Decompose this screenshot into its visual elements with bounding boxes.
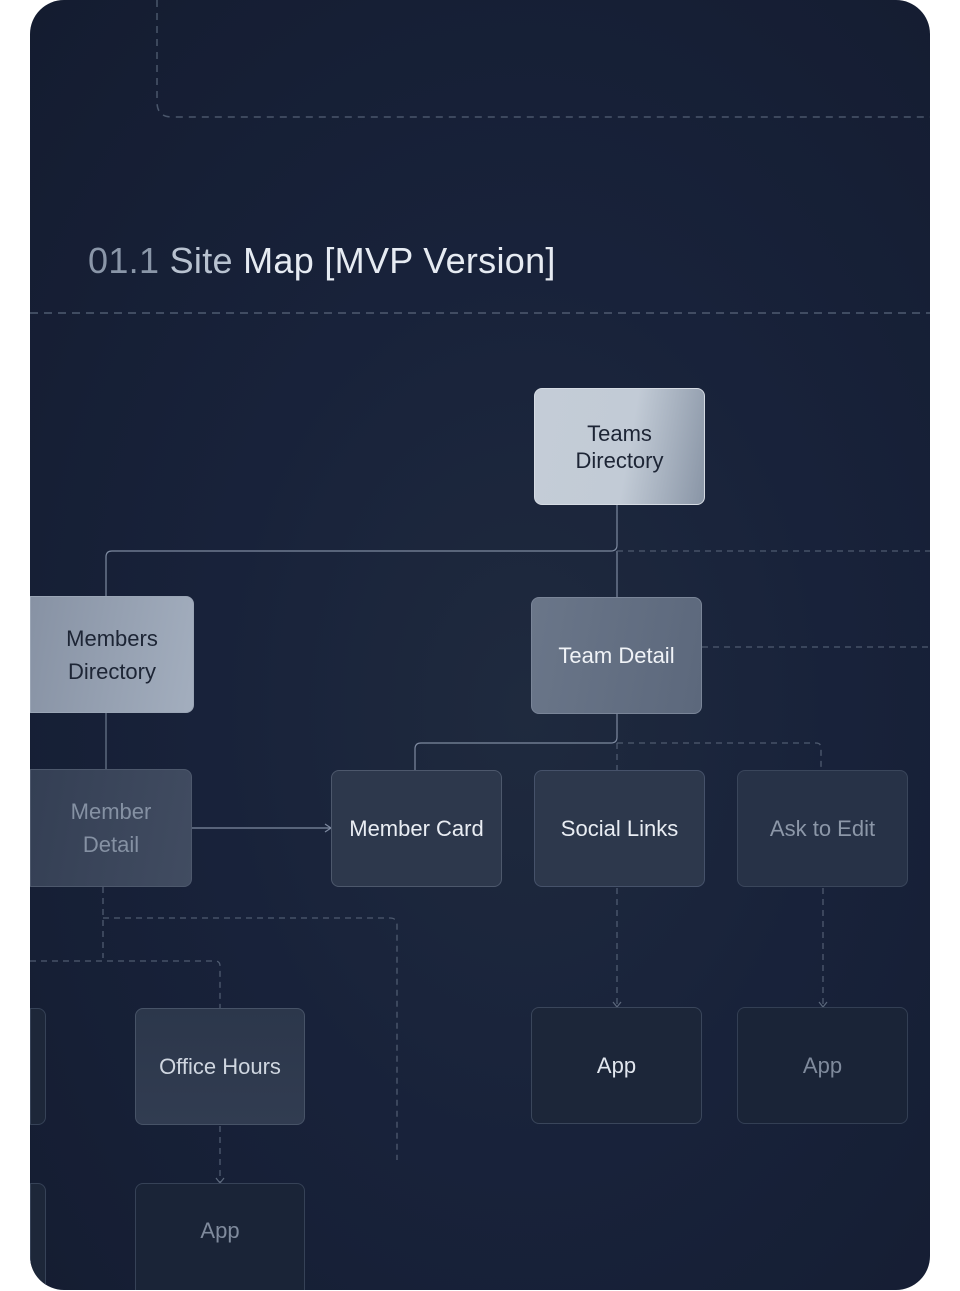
node-app-social[interactable]: App	[531, 1007, 702, 1124]
node-label: Member Card	[349, 816, 484, 841]
node-social-links[interactable]: Social Links	[534, 770, 705, 887]
node-app-ask[interactable]: App	[737, 1007, 908, 1124]
node-label: Social Links	[560, 816, 679, 841]
node-label: App	[596, 1053, 637, 1078]
node-team-detail[interactable]: Team Detail	[531, 597, 702, 714]
node-label: App	[802, 1053, 843, 1078]
node-label: Office Hours	[159, 1054, 281, 1079]
title-part-2: Map [MVP Version]	[243, 240, 556, 281]
to-officehours-dashed	[30, 960, 221, 1008]
memberdetail-branch-dashed	[103, 917, 398, 1160]
node-app-office[interactable]: App	[135, 1183, 305, 1290]
teamdetail-to-membercard-connector	[414, 714, 618, 770]
node-label: Teams Directory	[575, 420, 664, 473]
top-frame-dashed-line	[156, 0, 930, 118]
sitemap-card: 01.1 Site Map [MVP Version] Teams Direct…	[30, 0, 930, 1290]
node-label: Team Detail	[558, 643, 675, 668]
node-members-directory[interactable]: Members Directory	[30, 596, 194, 713]
node-label: Ask to Edit	[769, 816, 876, 841]
node-member-detail[interactable]: Member Detail	[30, 769, 192, 887]
connector-lines	[30, 0, 930, 1184]
node-ask-to-edit[interactable]: Ask to Edit	[737, 770, 908, 887]
node-office-hours[interactable]: Office Hours	[135, 1008, 305, 1125]
node-member-card[interactable]: Member Card	[331, 770, 502, 887]
title-part-1: Site	[169, 240, 233, 281]
node-partial-offscreen	[30, 1008, 46, 1125]
teamdetail-to-ask-dashed	[617, 742, 822, 770]
teams-to-members-connector	[105, 505, 618, 596]
node-label: Members Directory	[66, 625, 158, 684]
node-partial-offscreen	[30, 1183, 46, 1290]
page-title: 01.1 Site Map [MVP Version]	[88, 240, 556, 282]
section-number: 01.1	[88, 240, 160, 281]
node-label: Member Detail	[70, 799, 152, 857]
node-teams-directory[interactable]: Teams Directory	[534, 388, 705, 505]
node-label: App	[200, 1218, 240, 1243]
